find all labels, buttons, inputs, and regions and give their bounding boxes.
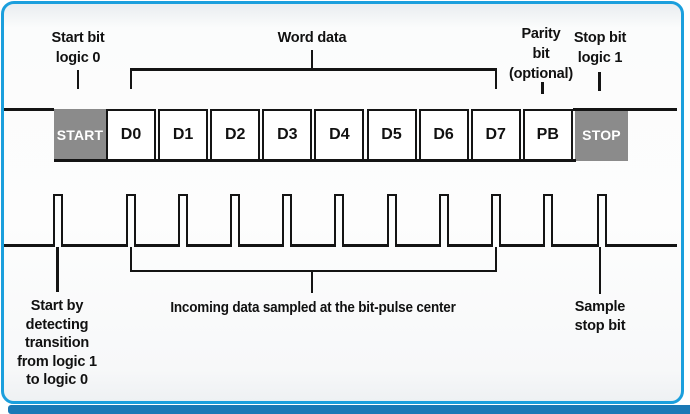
bottom-accent-bar [8,405,690,414]
bit-box-d3: D3 [262,109,313,161]
sample-pulse-d2 [230,194,241,247]
label-line: Start by [30,298,84,314]
label-line: Sample [574,299,626,315]
word-data-pointer-line [310,50,313,69]
sampled-bracket [129,269,497,272]
label-line: stop bit [574,317,626,334]
bit-box-pb: PB [522,109,573,161]
sample-stop-pointer-line [598,246,601,294]
label-line: logic 1 [577,50,623,66]
sampled-bracket-left-tick [129,246,132,272]
sampled-pointer-line [310,272,313,293]
label-line: transition [24,335,90,351]
bit-box-d5: D5 [366,109,417,161]
word-data-bracket [129,68,497,71]
word-data-bracket-left-tick [129,68,132,89]
sampled-bracket-right-tick [494,246,497,272]
bit-box-d4: D4 [314,109,365,161]
sample-pulse-d5 [386,194,397,247]
label-line: (optional) [508,66,574,82]
sample-pulse-d1 [178,194,189,247]
bit-box-d7: D7 [470,109,521,161]
label-line: logic 0 [55,50,101,66]
bit-box-d0: D0 [106,109,156,161]
bit-box-d1: D1 [158,109,209,161]
frame-bottom-line [54,158,576,162]
sample-stop-label: Sample stop bit [560,298,640,335]
label-line: bit [532,46,550,62]
sampled-center-label: Incoming data sampled at the bit-pulse c… [170,300,456,316]
sample-pulse-d7 [490,194,501,247]
sample-pulse-start [53,194,63,247]
parity-bit-label: Parity bit (optional) [503,24,579,84]
start-detect-label: Start by detecting transition from logic 1 t… [7,297,107,390]
sample-pulse-stop [596,194,607,247]
label-line: from logic 1 [17,353,97,370]
word-data-bracket-right-tick [494,68,497,89]
idle-line-right [573,108,677,111]
start-bit-pointer-line [76,70,79,89]
start-bit-label: Start bit logic 0 [28,28,128,68]
bit-box-stop: STOP [575,109,628,161]
label-line: to logic 0 [26,372,88,388]
sample-pulse-d4 [334,194,345,247]
idle-line-left [4,108,54,111]
label-line: Stop bit [573,30,627,46]
stop-bit-pointer-line [598,72,601,91]
start-detect-pointer-line [56,246,59,292]
label-line: Start bit [51,30,105,46]
bit-box-d6: D6 [418,109,469,161]
sample-pulse-pb [542,194,553,247]
bit-box-d2: D2 [210,109,261,161]
label-line: Parity [521,26,561,42]
word-data-label: Word data [277,30,347,46]
bit-box-start: START [54,109,106,161]
parity-bit-pointer-line [541,82,544,94]
stop-bit-label: Stop bit logic 1 [569,28,631,68]
sample-pulse-d3 [282,194,293,247]
sample-pulse-d0 [126,194,136,247]
label-line: detecting [25,316,89,333]
sample-pulse-d6 [438,194,449,247]
